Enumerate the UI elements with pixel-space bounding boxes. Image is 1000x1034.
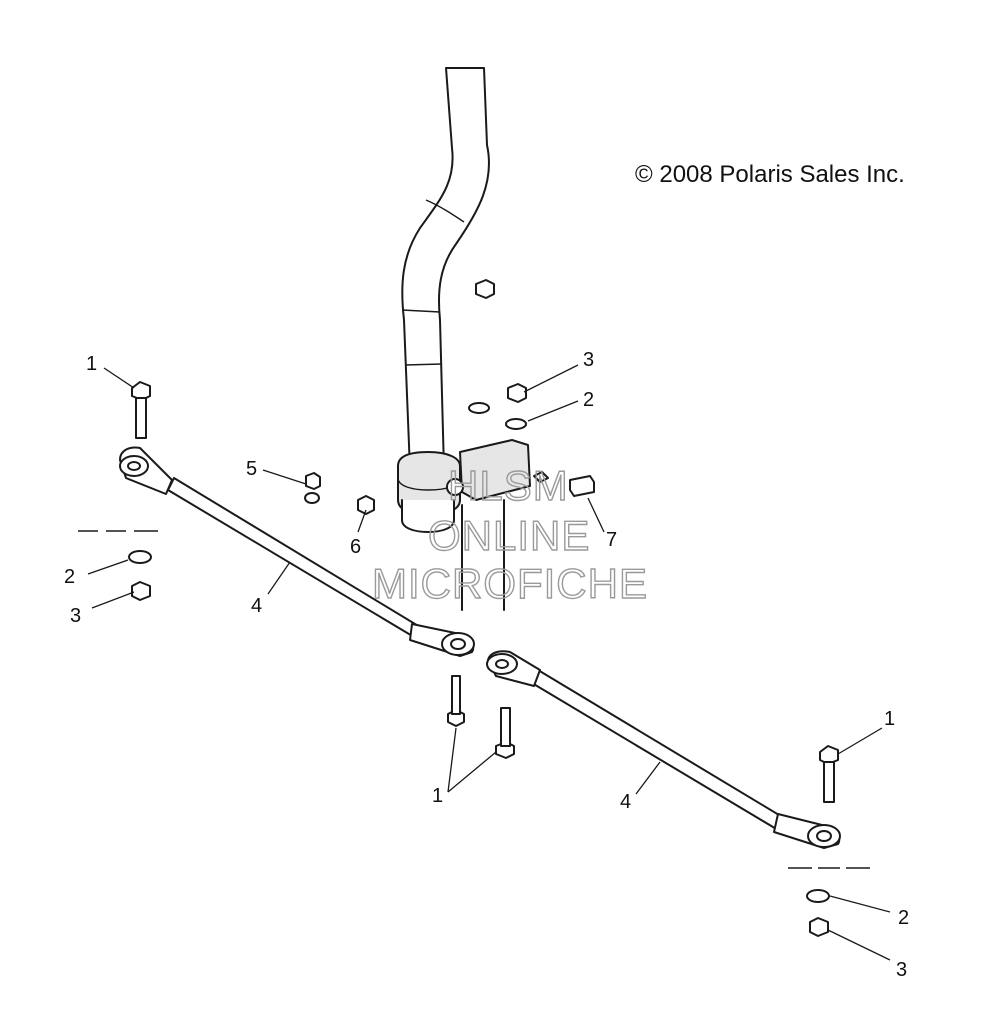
tie-rod-right: [486, 650, 841, 849]
callout-nut-top: 3: [583, 349, 594, 371]
callout-bolt-left: 1: [86, 353, 97, 375]
callout-washer-top: 2: [583, 389, 594, 411]
copyright-notice: © 2008 Polaris Sales Inc.: [635, 161, 905, 188]
callout-tie-rod-right: 4: [620, 791, 631, 813]
callout-washer-right: 2: [898, 907, 909, 929]
tie-rod-left: [119, 446, 475, 657]
hardware-right: [788, 867, 870, 937]
callout-nut-right: 3: [896, 959, 907, 981]
callout-bolts-center: 1: [432, 785, 443, 807]
hardware-clamp: [304, 472, 595, 515]
bolts: [131, 381, 839, 803]
hardware-left: [78, 530, 158, 601]
callout-washer-left: 2: [64, 566, 75, 588]
steering-post: [401, 67, 491, 471]
callout-bolt-clamp: 7: [606, 529, 617, 551]
watermark-line-1: HLSM: [448, 462, 569, 509]
callout-bolt-right: 1: [884, 708, 895, 730]
callout-nut-clamp: 5: [246, 458, 257, 480]
watermark-line-3: MICROFICHE: [372, 560, 648, 607]
watermark: HLSM ONLINE MICROFICHE: [371, 461, 648, 607]
callout-nut-left: 3: [70, 605, 81, 627]
callout-tie-rod-left: 4: [251, 595, 262, 617]
pivot-bracket: [397, 439, 549, 611]
callout-nut-lower: 6: [350, 536, 361, 558]
watermark-line-2: ONLINE: [428, 512, 590, 559]
leader-lines: [87, 364, 891, 961]
hardware-top: [468, 279, 527, 430]
callouts: 1 3 2 5 6 7 2 3 4 1 1 4 2 3: [64, 349, 909, 981]
